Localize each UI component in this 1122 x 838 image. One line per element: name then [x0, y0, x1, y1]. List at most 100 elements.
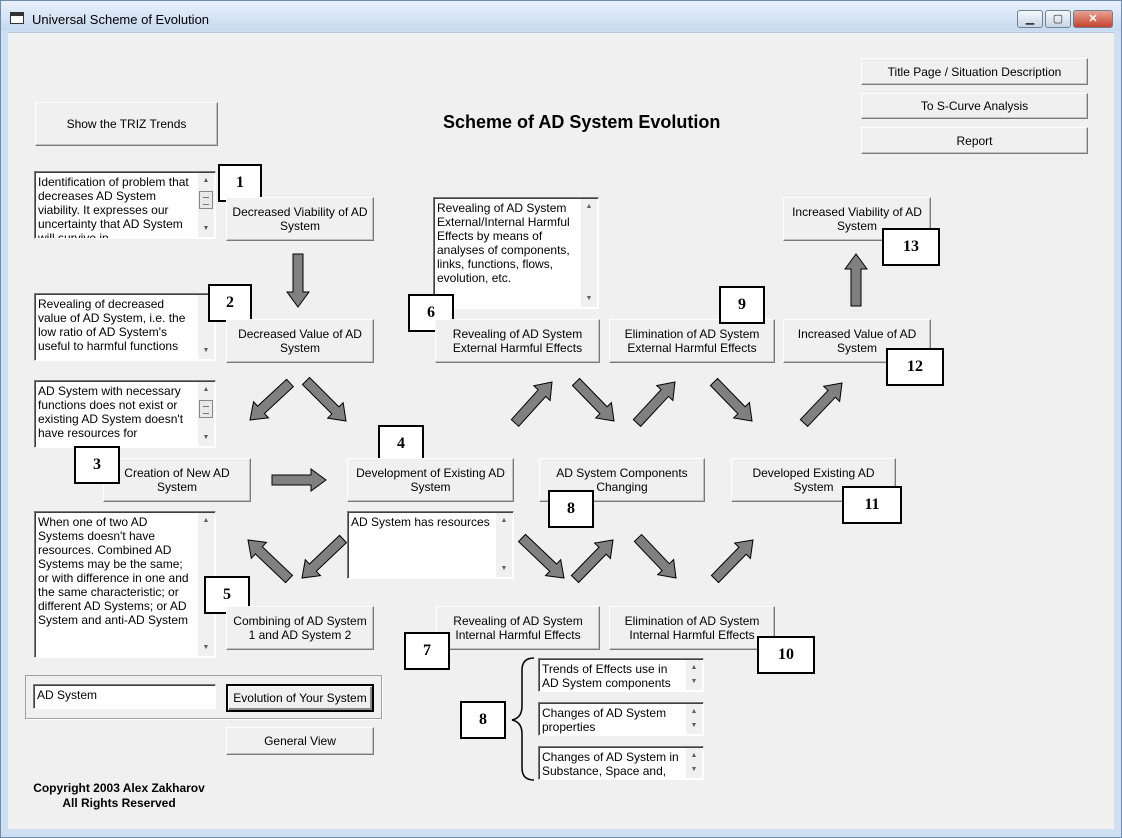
stage-elimination-internal-button[interactable]: Elimination of AD System Internal Harmfu… [609, 606, 775, 650]
stage-developed-existing-button[interactable]: Developed Existing AD System [731, 458, 896, 502]
trend-properties-text: Changes of AD System properties [542, 706, 667, 734]
scroll-up-icon[interactable]: ▲ [690, 708, 698, 715]
scroll-down-icon[interactable]: ▼ [202, 644, 210, 651]
flow-arrow-icon [247, 539, 294, 584]
flow-arrow-icon [571, 377, 615, 422]
scroll-down-icon[interactable]: ▼ [202, 347, 210, 354]
note-6-textbox[interactable]: Revealing of AD System External/Internal… [433, 197, 599, 309]
flow-arrow-icon [517, 533, 565, 579]
flow-arrow-icon [249, 378, 295, 421]
note-1-textbox[interactable]: Identification of problem that decreases… [34, 171, 216, 239]
trend-effects-text: Trends of Effects use in AD System compo… [542, 662, 671, 690]
flow-arrow-icon [510, 381, 553, 428]
stage-increased-viability-button[interactable]: Increased Viability of AD System [783, 197, 931, 241]
scroll-down-icon[interactable]: ▼ [690, 722, 698, 729]
app-icon [10, 12, 24, 24]
marker-4: 4 [378, 425, 424, 463]
note-4-text: AD System has resources [351, 515, 490, 529]
scroll-up-icon[interactable]: ▲ [585, 203, 593, 210]
title-page-button[interactable]: Title Page / Situation Description [861, 58, 1088, 85]
flow-arrow-icon [633, 533, 677, 579]
scrollbar[interactable]: ▲▼ [686, 704, 702, 734]
stage-combining-button[interactable]: Combining of AD System 1 and AD System 2 [226, 606, 374, 650]
trend-effects-textbox[interactable]: Trends of Effects use in AD System compo… [538, 658, 704, 692]
marker-9: 9 [719, 286, 765, 324]
scroll-down-icon[interactable]: ▼ [585, 295, 593, 302]
evolution-button[interactable]: Evolution of Your System [226, 684, 374, 712]
marker-6: 6 [408, 294, 454, 332]
flow-arrow-icon [799, 382, 843, 428]
copyright-line-2: All Rights Reserved [62, 796, 176, 810]
scroll-up-icon[interactable]: ▲ [202, 517, 210, 524]
scroll-down-icon[interactable]: ▼ [202, 434, 210, 441]
scroll-down-icon[interactable]: ▼ [202, 225, 210, 232]
trend-properties-textbox[interactable]: Changes of AD System properties ▲▼ [538, 702, 704, 736]
scroll-down-icon[interactable]: ▼ [690, 678, 698, 685]
stage-creation-new-button[interactable]: Creation of New AD System [103, 458, 251, 502]
maximize-button[interactable]: ▢ [1045, 10, 1071, 28]
note-5-textbox[interactable]: When one of two AD Systems doesn't have … [34, 511, 216, 658]
scrollbar[interactable]: ▲▼ [686, 748, 702, 778]
note-2-textbox[interactable]: Revealing of decreased value of AD Syste… [34, 293, 216, 361]
scroll-down-icon[interactable]: ▼ [690, 766, 698, 773]
stage-decreased-value-button[interactable]: Decreased Value of AD System [226, 319, 374, 363]
copyright-line-1: Copyright 2003 Alex Zakharov [33, 781, 205, 795]
page-title: Scheme of AD System Evolution [443, 112, 721, 132]
scrollbar[interactable]: ▲▼ [581, 199, 597, 307]
flow-arrow-icon [301, 376, 347, 422]
stage-revealing-internal-button[interactable]: Revealing of AD System Internal Harmful … [436, 606, 600, 650]
title-bar[interactable]: Universal Scheme of Evolution ▁ ▢ ✕ [1, 1, 1121, 31]
system-name-input[interactable]: AD System [33, 684, 216, 709]
note-1-text: Identification of problem that decreases… [38, 175, 189, 239]
stage-decreased-viability-button[interactable]: Decreased Viability of AD System [226, 197, 374, 241]
scroll-up-icon[interactable]: ▲ [500, 517, 508, 524]
note-5-text: When one of two AD Systems doesn't have … [38, 515, 189, 627]
general-view-button[interactable]: General View [226, 727, 374, 755]
scroll-thumb[interactable] [199, 191, 213, 209]
marker-11: 11 [842, 486, 902, 524]
curly-brace-icon [511, 657, 535, 781]
marker-12: 12 [886, 348, 944, 386]
minimize-button[interactable]: ▁ [1017, 10, 1043, 28]
show-trends-button[interactable]: Show the TRIZ Trends [35, 102, 218, 146]
flow-arrow-icon [632, 381, 676, 428]
note-3-text: AD System with necessary functions does … [38, 384, 184, 440]
scroll-up-icon[interactable]: ▲ [690, 752, 698, 759]
report-button[interactable]: Report [861, 127, 1088, 154]
scroll-up-icon[interactable]: ▲ [202, 177, 210, 184]
copyright: Copyright 2003 Alex Zakharov All Rights … [28, 781, 210, 811]
trend-substance-text: Changes of AD System in Substance, Space… [542, 750, 679, 778]
note-6-text: Revealing of AD System External/Internal… [437, 201, 570, 285]
system-name-group [25, 675, 382, 719]
marker-13: 13 [882, 228, 940, 266]
scroll-down-icon[interactable]: ▼ [500, 565, 508, 572]
marker-7: 7 [404, 632, 450, 670]
close-button[interactable]: ✕ [1073, 10, 1113, 28]
flow-arrow-icon [710, 539, 754, 584]
flow-arrow-icon [844, 253, 868, 307]
trend-substance-textbox[interactable]: Changes of AD System in Substance, Space… [538, 746, 704, 780]
marker-8: 8 [548, 490, 594, 528]
scrollbar[interactable]: ▲▼ [198, 382, 214, 446]
scroll-up-icon[interactable]: ▲ [690, 664, 698, 671]
note-3-textbox[interactable]: AD System with necessary functions does … [34, 380, 216, 448]
scroll-thumb[interactable] [199, 400, 213, 418]
stage-revealing-external-button[interactable]: Revealing of AD System External Harmful … [435, 319, 600, 363]
scrollbar[interactable]: ▲▼ [496, 513, 512, 577]
stage-development-existing-button[interactable]: Development of Existing AD System [347, 458, 514, 502]
flow-arrow-icon [271, 468, 327, 492]
flow-arrow-icon [301, 534, 348, 579]
marker-3: 3 [74, 446, 120, 484]
marker-8-trends: 8 [460, 701, 506, 739]
note-2-text: Revealing of decreased value of AD Syste… [38, 297, 186, 353]
flow-arrow-icon [286, 253, 310, 308]
marker-1: 1 [218, 164, 262, 202]
stage-elimination-external-button[interactable]: Elimination of AD System External Harmfu… [609, 319, 775, 363]
s-curve-button[interactable]: To S-Curve Analysis [861, 93, 1088, 119]
scrollbar[interactable]: ▲▼ [198, 173, 214, 237]
scrollbar[interactable]: ▲▼ [686, 660, 702, 690]
flow-arrow-icon [570, 539, 614, 584]
note-4-textbox[interactable]: AD System has resources ▲▼ [347, 511, 514, 579]
scroll-up-icon[interactable]: ▲ [202, 386, 210, 393]
